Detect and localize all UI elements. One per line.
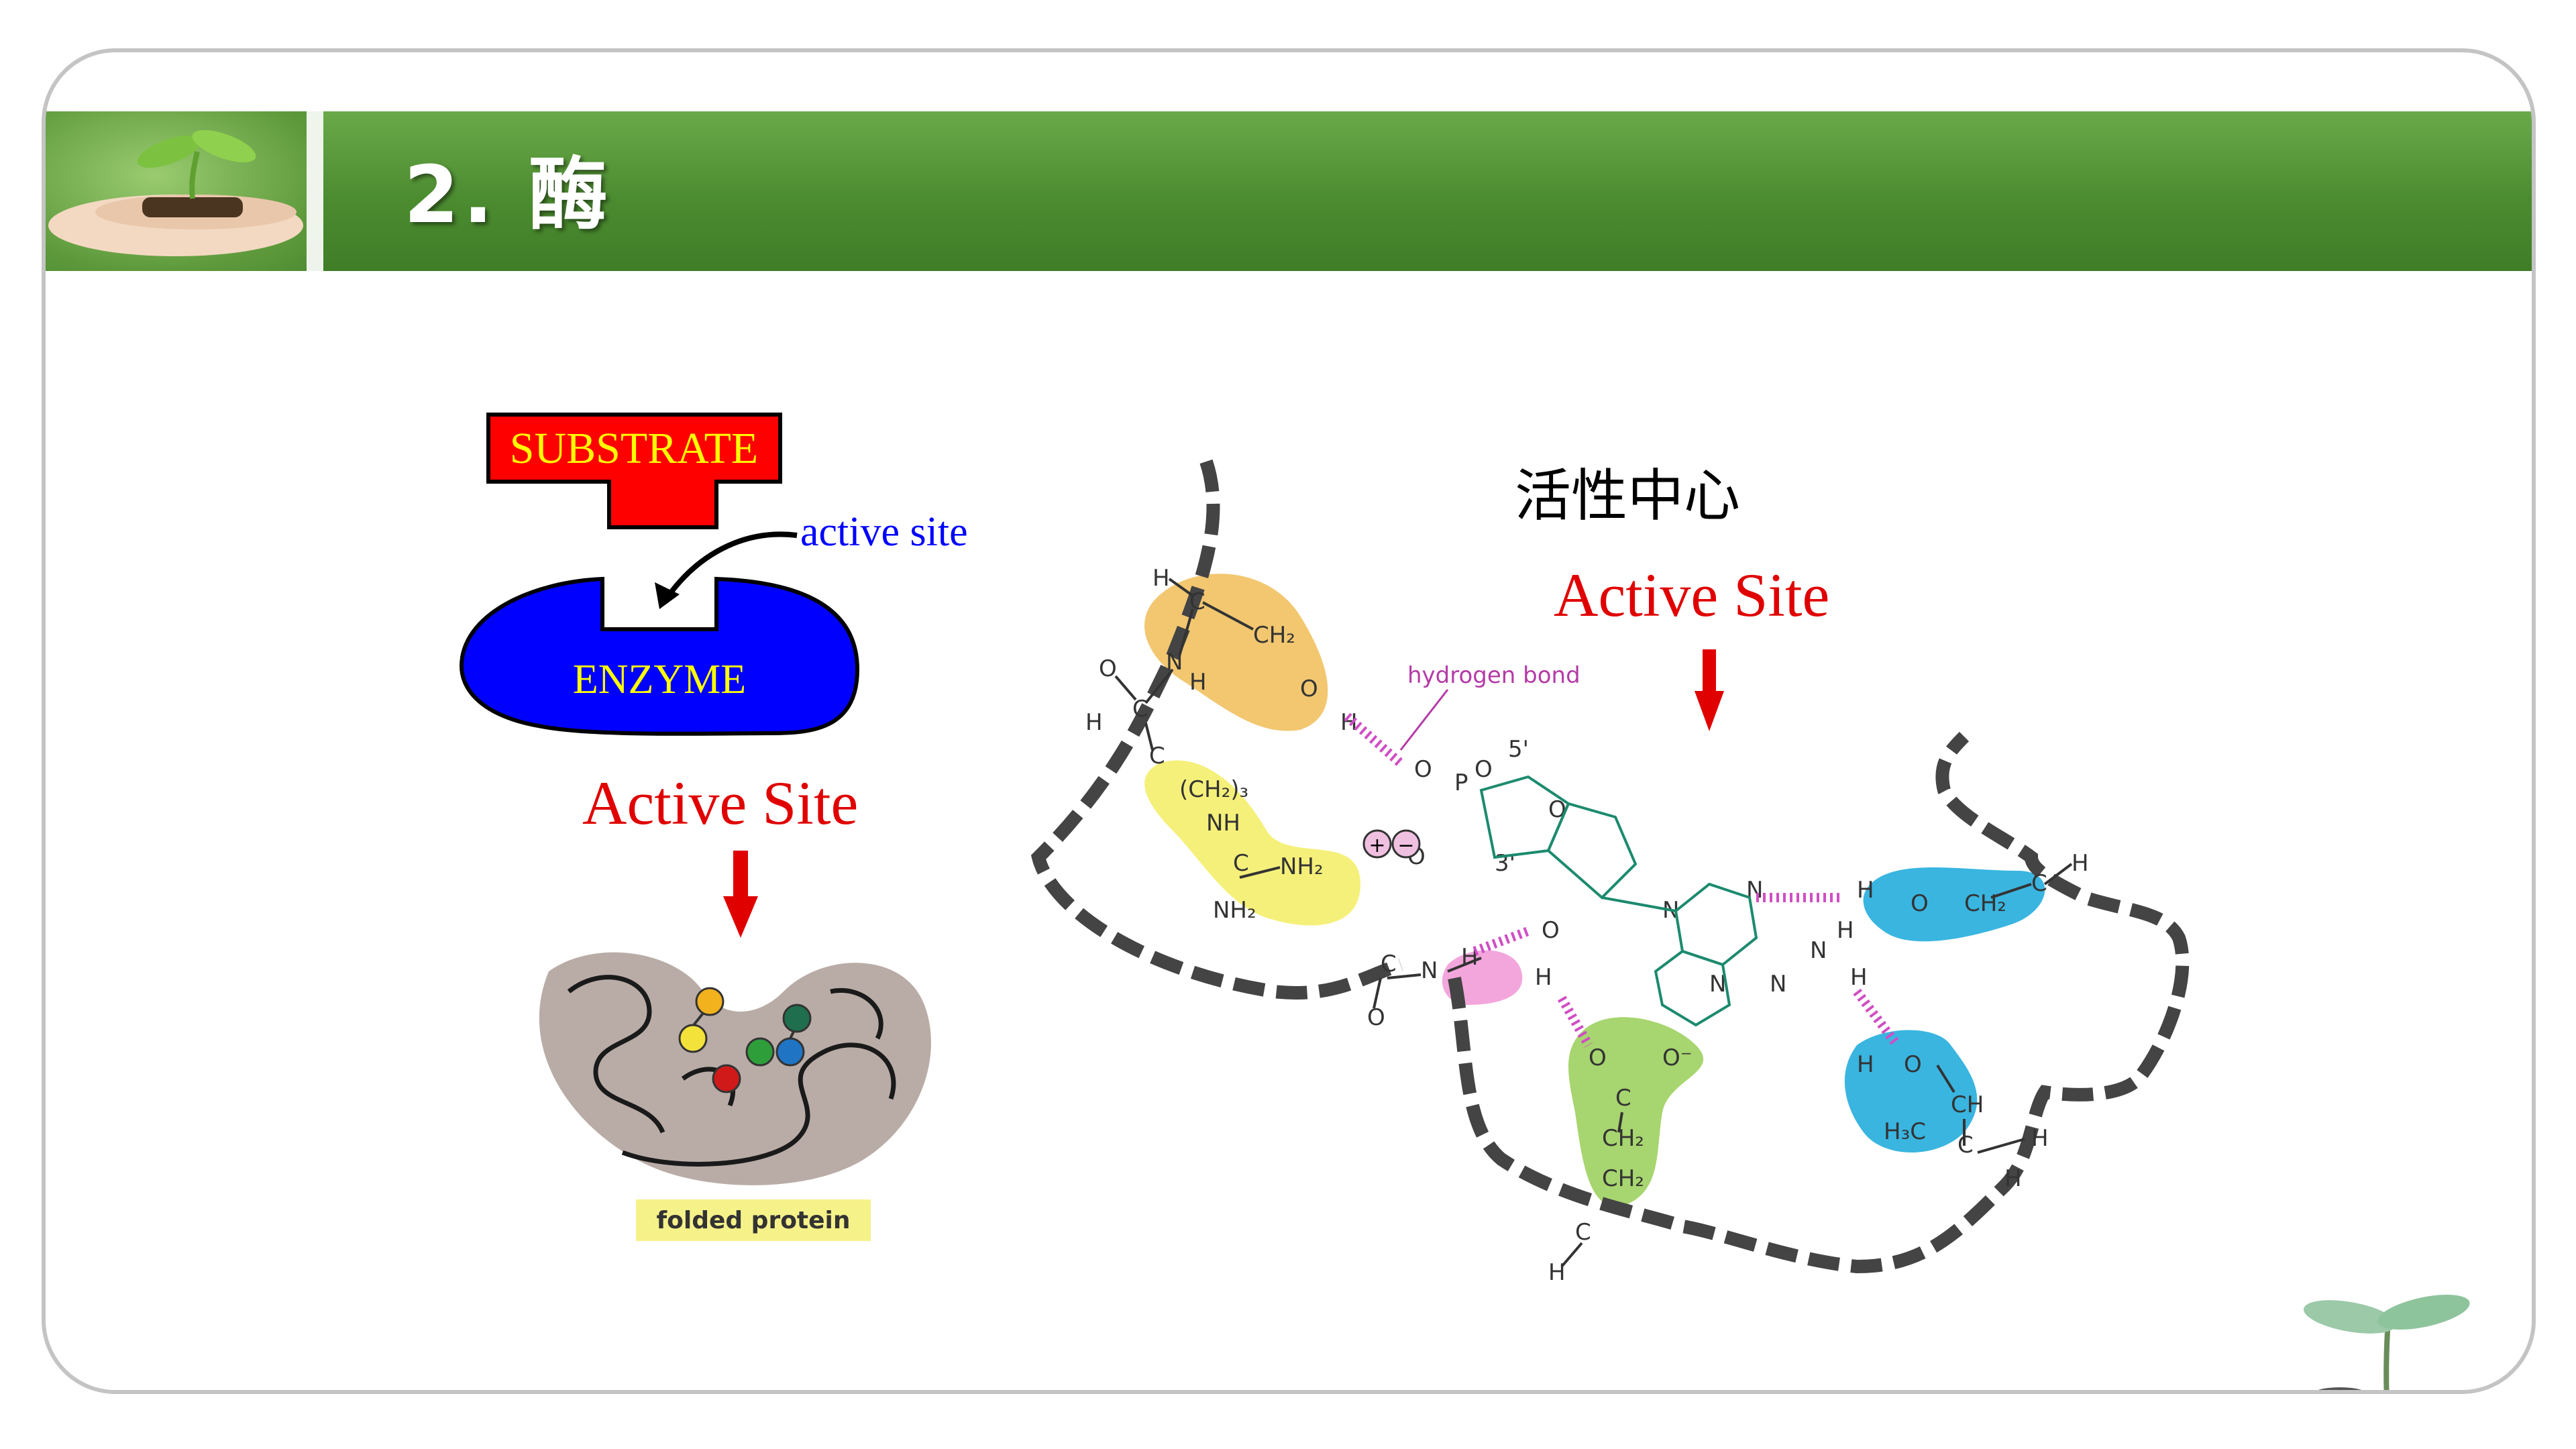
svg-text:H: H [1857,877,1874,904]
enzyme-label: ENZYME [573,657,746,702]
svg-text:N: N [1810,937,1827,964]
active-site-heading: Active Site [582,769,858,837]
residue-green [1568,1017,1704,1207]
slide-title: 2. 酶 [404,148,612,241]
substrate-label: SUBSTRATE [510,424,758,473]
svg-text:C: C [1575,1219,1591,1246]
svg-text:O: O [1542,917,1560,944]
folded-protein-label: folded protein [656,1207,850,1234]
svg-text:H: H [1085,709,1103,736]
svg-text:H: H [1535,964,1552,991]
svg-text:CH₂: CH₂ [1253,622,1295,649]
svg-text:O: O [1099,655,1117,682]
svg-text:H: H [1857,1051,1874,1078]
active-site-label: active site [800,509,968,555]
enzyme-substrate-diagram: SUBSTRATE ENZYME active site Active Site… [459,413,968,1241]
active-site-english-label: Active Site [1554,561,1829,629]
svg-text:H: H [1152,565,1170,592]
substrate-shape [486,413,782,529]
svg-text:NH₂: NH₂ [1280,853,1324,880]
svg-text:C: C [1132,696,1148,722]
svg-text:C: C [1615,1085,1631,1112]
svg-text:N: N [1421,957,1438,984]
svg-text:CH₂: CH₂ [1602,1165,1644,1192]
svg-text:C: C [1381,951,1397,977]
residue-blue-lower [1844,1030,1978,1152]
protein-backbone [1030,459,2190,1274]
svg-text:O: O [1367,1004,1385,1031]
svg-text:O: O [1904,1051,1922,1078]
svg-text:O: O [1474,756,1493,783]
svg-text:C: C [1233,850,1249,877]
hydrogen-bond-label: hydrogen bond [1407,662,1580,689]
seedling-icon [2303,1295,2470,1390]
svg-text:H: H [1837,917,1854,944]
enzyme-shape [459,576,860,736]
svg-text:O⁻: O⁻ [1662,1044,1693,1071]
svg-text:O: O [1589,1044,1607,1071]
svg-text:(CH₂)₃: (CH₂)₃ [1179,776,1248,803]
svg-text:C: C [1189,588,1205,615]
slide-frame: 2. 酶 SUBSTRATE ENZYME active site Active… [42,48,2536,1394]
svg-text:CH: CH [1951,1091,1984,1118]
svg-text:O: O [1414,756,1432,783]
svg-text:CH₂: CH₂ [1602,1125,1644,1152]
down-arrow-icon [723,896,758,938]
svg-text:P: P [1454,769,1468,796]
svg-text:C: C [2031,870,2047,897]
active-center-chinese-label: 活性中心 [1515,463,1740,529]
active-site-arrow [663,531,798,601]
svg-text:H: H [1340,709,1358,736]
title-banner: 2. 酶 [46,111,2532,271]
hands-seedling-image [46,111,323,271]
svg-text:H: H [2004,1165,2022,1192]
svg-text:O: O [1911,890,1929,917]
residue-blue-upper [1863,867,2045,942]
down-arrow-icon [1695,691,1724,731]
residue-yellow [1144,760,1360,926]
svg-text:H: H [1850,964,1868,991]
svg-text:H₃C: H₃C [1884,1118,1926,1145]
svg-text:H: H [2072,850,2089,877]
svg-text:+: + [1368,834,1385,857]
svg-text:NH: NH [1206,810,1240,837]
svg-text:H: H [1189,669,1207,696]
svg-text:−: − [1397,834,1414,857]
svg-text:N: N [1770,971,1786,998]
svg-text:5': 5' [1508,736,1529,763]
svg-text:H: H [2031,1125,2049,1152]
svg-text:O: O [1300,676,1318,702]
svg-text:NH₂: NH₂ [1213,897,1256,924]
